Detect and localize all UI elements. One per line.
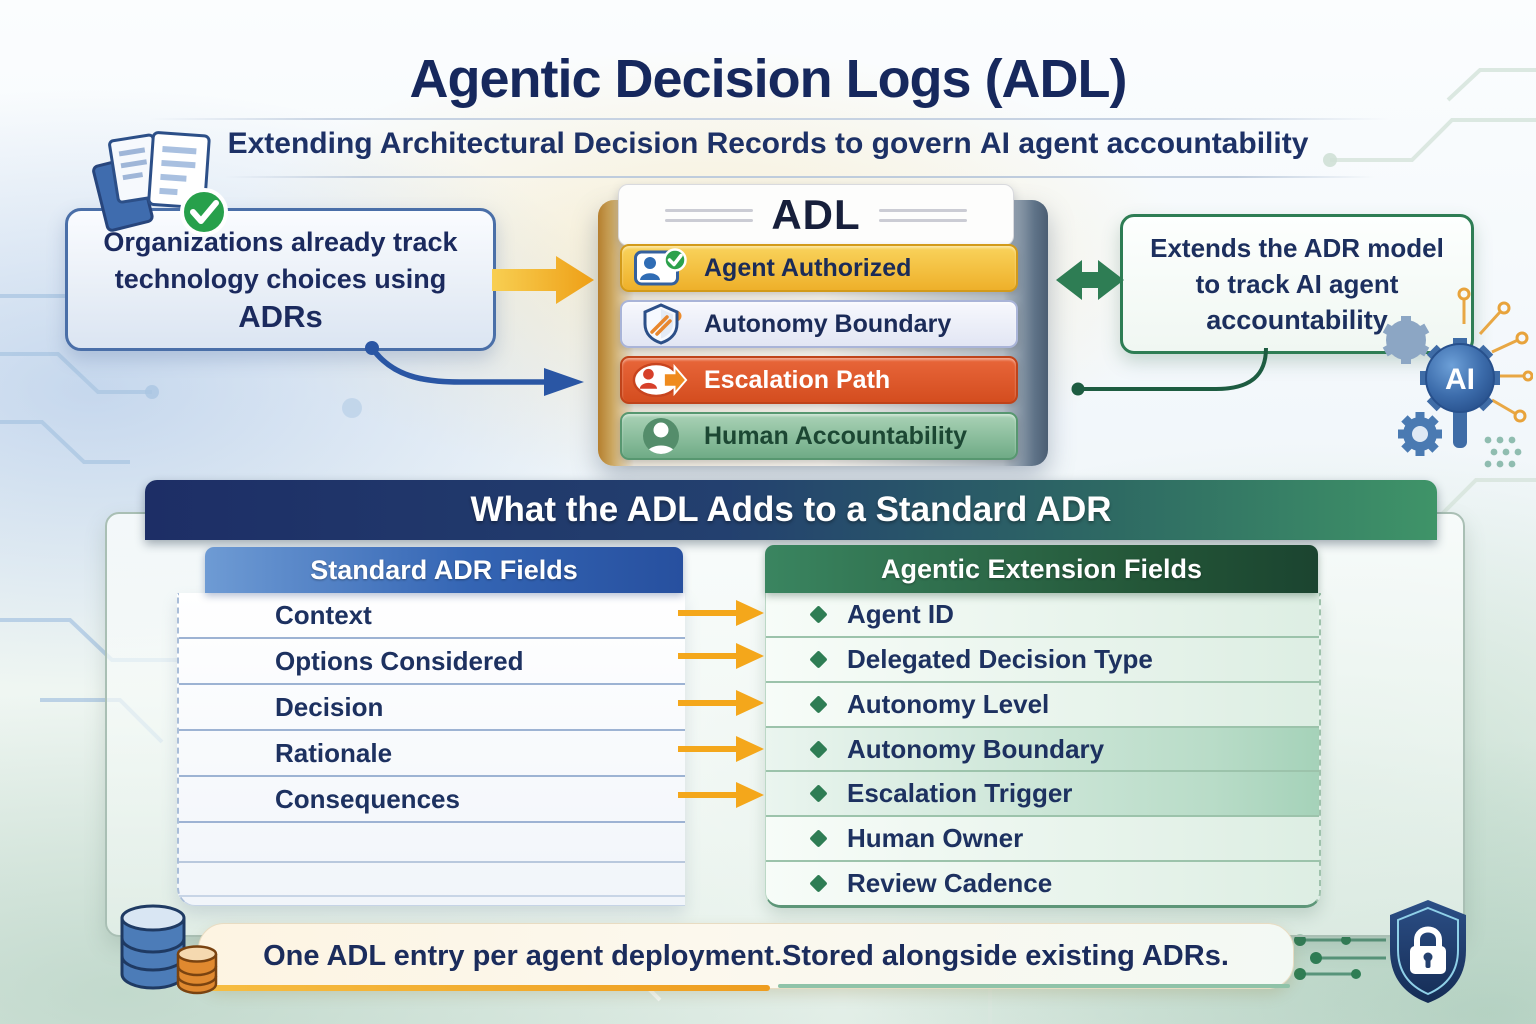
adl-row-label: Autonomy Boundary	[704, 309, 952, 338]
standard-adr-fields-header: Standard ADR Fields	[205, 547, 683, 593]
adr-field-empty-row	[179, 863, 685, 897]
extension-field-row: Autonomy Boundary	[766, 727, 1319, 773]
footer-note-bar: One ADL entry per agent deployment. Stor…	[198, 923, 1294, 989]
adl-row-agent-authorized: Agent Authorized	[620, 244, 1018, 292]
extension-field-row: Escalation Trigger	[766, 772, 1319, 818]
adr-field-row: Consequences	[179, 777, 685, 823]
subtitle-divider	[225, 176, 1375, 178]
extension-field-label: Autonomy Level	[847, 688, 1050, 719]
extension-field-label: Human Owner	[847, 823, 1024, 854]
extends-adr-box: Extends the ADR model to track AI agent …	[1120, 214, 1474, 354]
title-divider	[150, 118, 1390, 120]
comparison-section-title: What the ADL Adds to a Standard ADR	[145, 480, 1437, 540]
agent-check-icon	[632, 248, 690, 288]
adl-row-label: Escalation Path	[704, 365, 891, 394]
adl-row-autonomy-boundary: Autonomy Boundary	[620, 300, 1018, 348]
diamond-bullet-icon	[809, 650, 828, 669]
adl-card-header: ADL	[618, 184, 1014, 246]
person-icon	[632, 416, 690, 456]
adr-intro-line1: Organizations already track	[103, 227, 458, 257]
footer-regular-text: Stored alongside existing ADRs.	[781, 939, 1229, 972]
ai-gear-illustration: AI	[1382, 287, 1533, 468]
decorative-lines-right	[878, 208, 967, 222]
adr-field-row: Options Considered	[179, 639, 685, 685]
extension-field-label: Delegated Decision Type	[847, 643, 1153, 674]
standard-adr-fields-list: Context Options Considered Decision Rati…	[177, 593, 685, 906]
adr-field-empty-row	[179, 823, 685, 863]
adl-card-title: ADL	[771, 191, 861, 238]
adl-card-rows: Agent Authorized Autonomy Boundary Escal…	[620, 244, 1018, 468]
diamond-bullet-icon	[809, 739, 828, 759]
adl-row-label: Human Accountability	[704, 421, 967, 450]
database-icon	[120, 904, 218, 995]
page-title: Agentic Decision Logs (ADL)	[409, 49, 1127, 109]
page-subtitle: Extending Architectural Decision Records…	[0, 127, 1536, 161]
footer-bold-text: One ADL entry per agent deployment.	[263, 939, 782, 972]
escalation-arrow-icon	[632, 361, 690, 399]
subtitle-text: Extending Architectural Decision Records…	[227, 127, 980, 160]
shield-lock-icon	[1390, 900, 1466, 1003]
extension-field-label: Autonomy Boundary	[847, 733, 1105, 764]
extension-field-row: Review Cadence	[766, 862, 1319, 905]
diamond-bullet-icon	[809, 784, 828, 804]
extension-field-row: Delegated Decision Type	[766, 637, 1319, 683]
ai-badge-label: AI	[1445, 363, 1475, 396]
subtitle-bold-text: AI agent accountability	[979, 127, 1309, 160]
extension-field-row: Human Owner	[766, 817, 1319, 863]
footer-orange-underline	[205, 985, 770, 991]
adl-row-label: Agent Authorized	[704, 253, 912, 282]
diamond-bullet-icon	[809, 874, 828, 893]
adl-row-human-accountability: Human Accountability	[620, 412, 1018, 460]
diamond-bullet-icon	[809, 605, 828, 624]
extension-field-row: Agent ID	[766, 593, 1319, 638]
adl-row-escalation-path: Escalation Path	[620, 356, 1018, 404]
check-icon	[180, 188, 228, 236]
agentic-extension-fields-list: Agent ID Delegated Decision Type Autonom…	[765, 593, 1321, 908]
extends-line2: to track AI agent	[1195, 269, 1399, 299]
extension-field-label: Review Cadence	[847, 868, 1053, 899]
adr-field-row: Rationale	[179, 731, 685, 777]
adr-field-row: Decision	[179, 685, 685, 731]
extends-line1: Extends the ADR model	[1150, 233, 1444, 263]
documents-check-icon	[92, 131, 228, 236]
extension-field-label: Escalation Trigger	[847, 778, 1073, 809]
adr-intro-line2: technology choices using	[114, 264, 447, 294]
diamond-bullet-icon	[809, 829, 828, 848]
extension-field-row: Autonomy Level	[766, 682, 1319, 728]
agentic-extension-fields-header: Agentic Extension Fields	[765, 545, 1318, 593]
footer-green-underline	[778, 984, 1290, 988]
adr-field-row: Context	[179, 593, 685, 639]
decorative-lines-left	[665, 208, 754, 222]
extends-line3: accountability	[1206, 305, 1388, 335]
extension-field-label: Agent ID	[847, 598, 954, 629]
shield-pencil-icon	[632, 303, 690, 345]
diamond-bullet-icon	[809, 694, 828, 714]
adr-intro-line3: ADRs	[238, 299, 323, 334]
